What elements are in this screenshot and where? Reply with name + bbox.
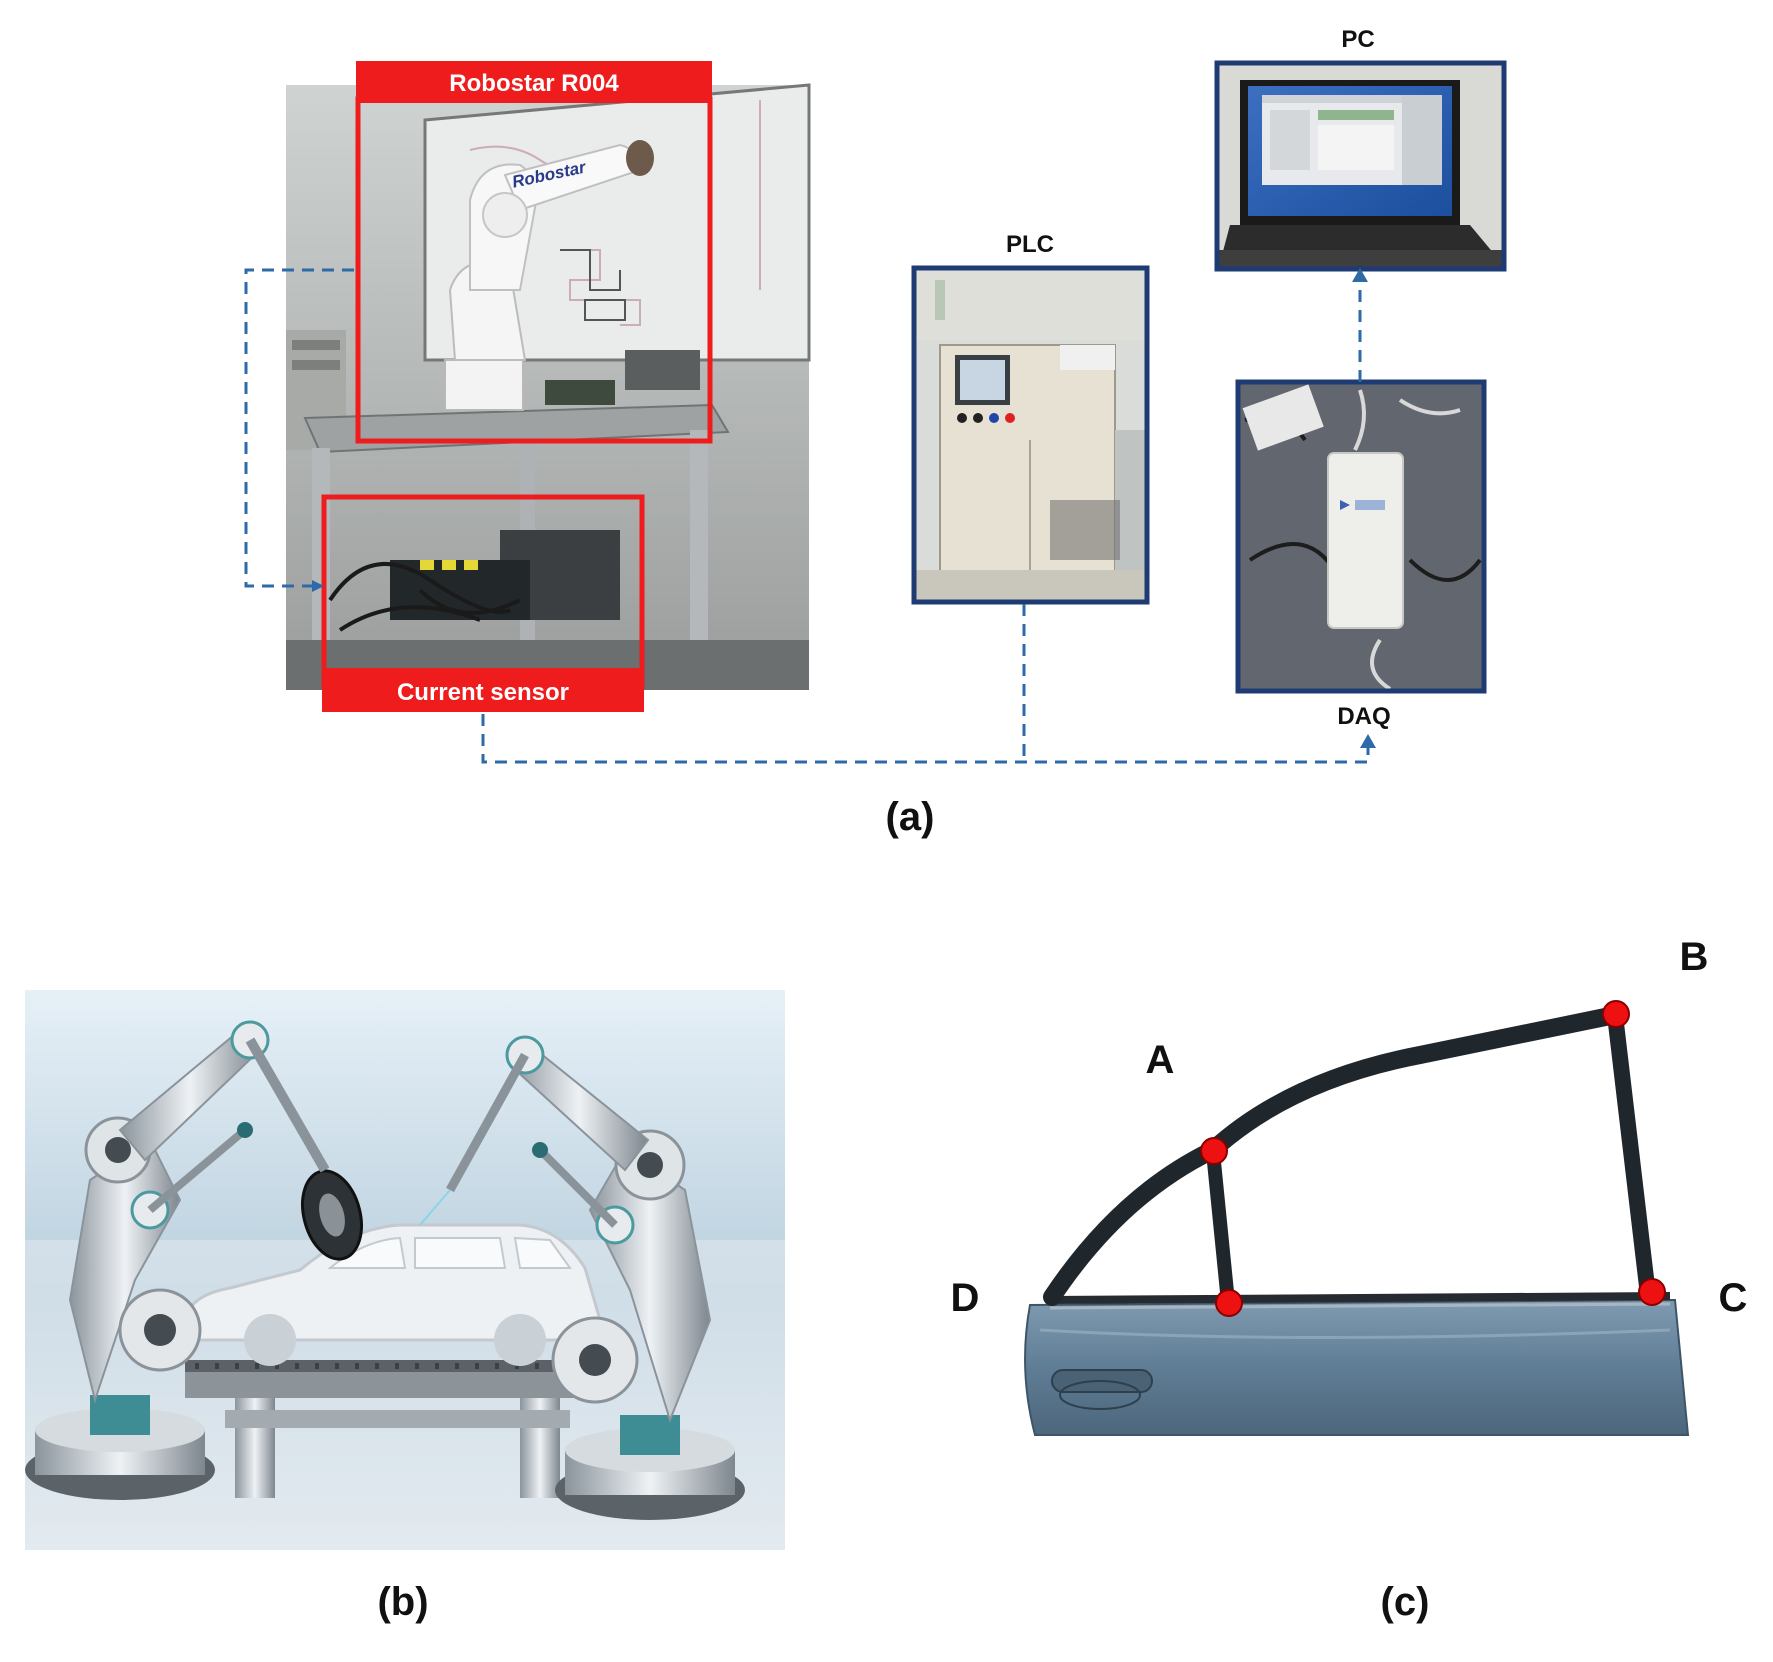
sensor-highlight-box: Current sensor [321,494,645,712]
plc-photo [911,265,1150,605]
pc-photo [1214,60,1507,272]
panel-a: Robostar Robostar R004 Current sensor PL… [244,26,1507,839]
robot-label: Robostar R004 [449,70,619,97]
daq-label: DAQ [1337,703,1390,730]
sensor-label: Current sensor [397,679,569,706]
point-label-c: C [1719,1276,1748,1320]
point-label-a: A [1146,1038,1175,1082]
pc-label: PC [1341,26,1374,53]
robot-arm-illustration: Robostar [444,140,654,411]
marker-a [1200,1137,1228,1165]
marker-d [1215,1289,1243,1317]
door-markers [1200,1000,1666,1317]
marker-b [1602,1000,1630,1028]
car-door-photo [1024,1006,1690,1436]
robot-lab-photo: Robostar [286,83,811,690]
car-assembly-illustration [25,990,785,1550]
caption-c: (c) [1381,1580,1430,1624]
panel-b: (b) [25,990,785,1624]
plc-label: PLC [1006,231,1054,258]
robot-highlight-box: Robostar R004 [355,61,713,444]
caption-a: (a) [886,795,935,839]
point-label-b: B [1680,935,1709,979]
daq-photo [1235,379,1487,694]
sensor-plc-daq-connector [481,714,1370,764]
panel-c: A B C D (c) [951,935,1748,1624]
caption-b: (b) [377,1580,428,1624]
robot-sensor-connector [244,268,354,588]
marker-c [1638,1278,1666,1306]
point-label-d: D [951,1276,980,1320]
